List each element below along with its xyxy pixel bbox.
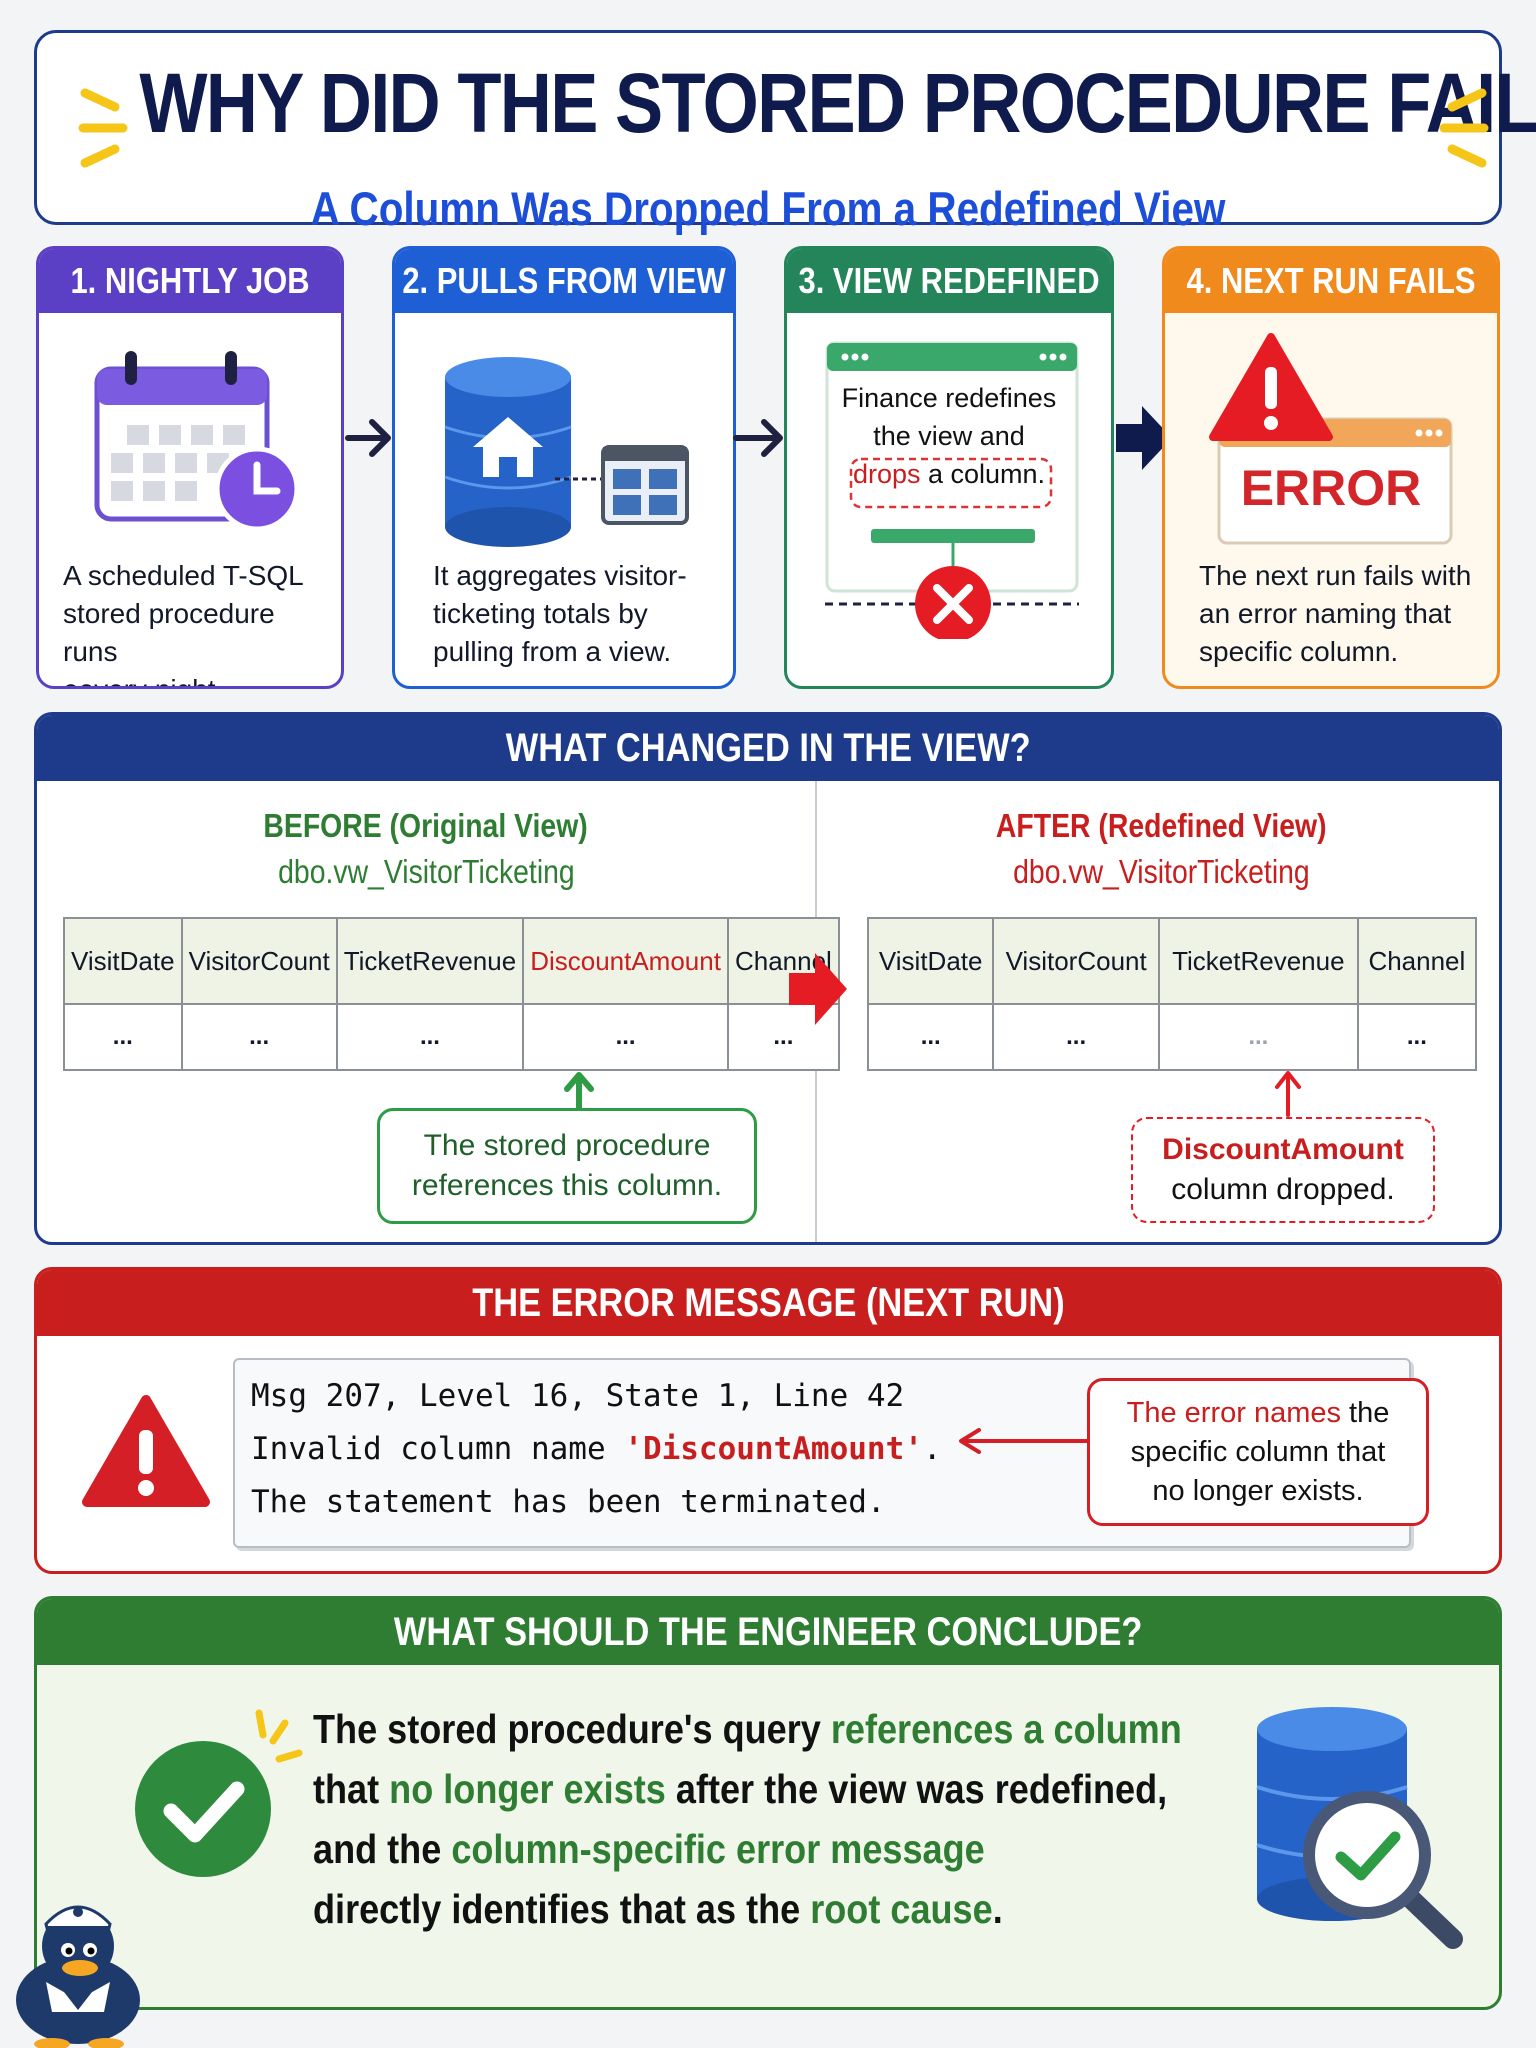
error-label: ERROR <box>1240 460 1422 516</box>
table-cell: ... <box>1356 1003 1478 1071</box>
after-view-name: dbo.vw_VisitorTicketing <box>1012 853 1310 890</box>
column-header: VisitorCount <box>992 917 1160 1005</box>
before-label: BEFORE (Original View) <box>263 807 589 844</box>
window-drop-icon <box>825 341 1079 639</box>
page-subtitle: A Column Was Dropped From a Redefined Vi… <box>310 182 1226 235</box>
page-title: WHY DID THE STORED PROCEDURE FAIL? <box>139 56 1536 150</box>
sparkle-left-icon <box>78 88 128 168</box>
column-header: TicketRevenue <box>1157 917 1359 1005</box>
section-error-message: THE ERROR MESSAGE (NEXT RUN) Msg 207, Le… <box>34 1267 1502 1574</box>
table-cell: ... <box>180 1003 338 1071</box>
before-table: VisitDate VisitorCount TicketRevenue Dis… <box>63 917 840 1071</box>
table-cell: ... <box>335 1003 525 1071</box>
column-header: Channel <box>1356 917 1478 1005</box>
arrow-right-icon <box>345 419 391 457</box>
section-title: THE ERROR MESSAGE (NEXT RUN) <box>37 1270 1499 1336</box>
before-view-name: dbo.vw_VisitorTicketing <box>277 853 575 890</box>
arrow-right-icon <box>1116 406 1172 470</box>
arrow-right-icon <box>733 419 783 457</box>
section-title: WHAT CHANGED IN THE VIEW? <box>37 715 1499 781</box>
warning-icon <box>82 1395 210 1507</box>
conclusion-text: The stored procedure's query references … <box>313 1706 1182 1932</box>
step-title: 1. NIGHTLY JOB <box>39 249 341 313</box>
step-title: 4. NEXT RUN FAILS <box>1165 249 1497 313</box>
arrow-up-icon <box>1275 1071 1301 1117</box>
after-table: VisitDate VisitorCount TicketRevenue Cha… <box>866 917 1478 1071</box>
column-header: VisitDate <box>866 917 995 1005</box>
column-header-discount: DiscountAmount <box>522 917 729 1005</box>
column-header: TicketRevenue <box>335 917 525 1005</box>
step-card-next-run-fails: 4. NEXT RUN FAILS ERROR The next run fai… <box>1162 246 1500 689</box>
table-cell: ... <box>63 1003 183 1071</box>
column-header: VisitDate <box>63 917 183 1005</box>
sparkle-right-icon <box>1439 88 1489 168</box>
table-cell: ... <box>522 1003 729 1071</box>
step-card-pulls-from-view: 2. PULLS FROM VIEW It aggregates visitor… <box>392 246 736 689</box>
table-cell: ... <box>866 1003 995 1071</box>
after-label: AFTER (Redefined View) <box>995 807 1327 844</box>
database-view-icon <box>444 357 689 547</box>
section-what-changed: WHAT CHANGED IN THE VIEW? BEFORE (Origin… <box>34 712 1502 1245</box>
error-callout: The error names the specific column that… <box>1087 1378 1429 1526</box>
step-title: 3. VIEW REDEFINED <box>787 249 1111 313</box>
header-banner: WHY DID THE STORED PROCEDURE FAIL? A Col… <box>34 30 1536 235</box>
duck-mascot-icon <box>16 1905 140 2048</box>
database-search-icon <box>1256 1707 1463 1949</box>
arrow-up-icon <box>564 1072 594 1111</box>
step-description: It aggregates visitor-ticketing totals b… <box>433 560 687 667</box>
column-header: VisitorCount <box>180 917 338 1005</box>
calendar-clock-icon <box>94 351 300 532</box>
step-title: 2. PULLS FROM VIEW <box>395 249 733 313</box>
arrow-right-red-icon <box>789 953 847 1025</box>
table-cell: ... <box>1157 1003 1359 1071</box>
check-circle-icon <box>135 1709 303 1877</box>
section-title: WHAT SHOULD THE ENGINEER CONCLUDE? <box>37 1599 1499 1665</box>
section-conclusion: WHAT SHOULD THE ENGINEER CONCLUDE? The s… <box>34 1596 1502 2010</box>
warning-window-icon <box>1209 333 1453 545</box>
table-cell: ... <box>992 1003 1160 1071</box>
dropped-note: DiscountAmount column dropped. <box>1131 1117 1435 1223</box>
